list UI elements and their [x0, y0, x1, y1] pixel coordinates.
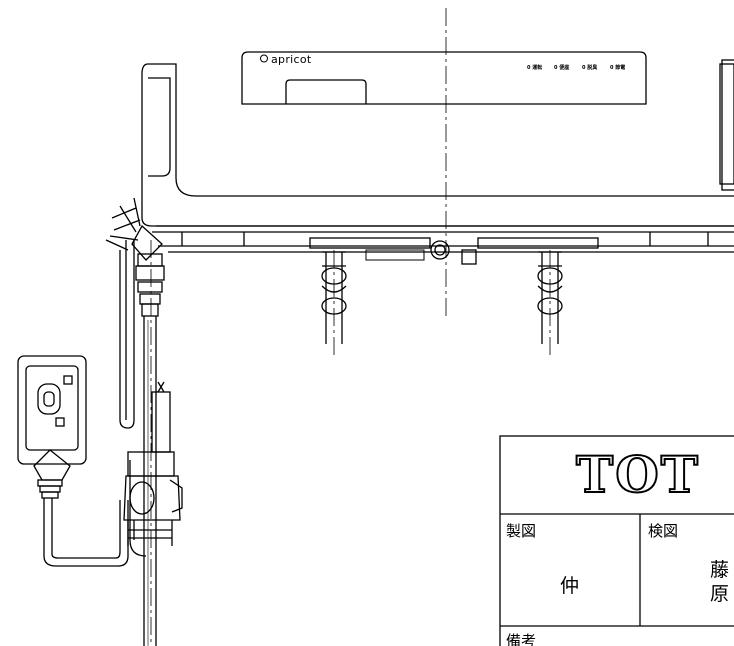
- checked-by-name-2: 原: [710, 583, 729, 605]
- control-panel: apricot 0 運転 0 便座 0 脱臭 0 節電: [241, 51, 647, 105]
- company-logo: TOT: [576, 445, 700, 504]
- indicator-eco: 0 節電: [610, 64, 625, 71]
- drawn-label: 製図: [506, 522, 536, 540]
- remarks-label: 備考: [506, 632, 536, 646]
- indicator-seat: 0 便座: [554, 64, 569, 71]
- brand-name: apricot: [271, 53, 312, 66]
- indicator-deodorize: 0 脱臭: [582, 64, 597, 71]
- remote-control: [17, 355, 129, 567]
- checked-label: 検図: [648, 522, 678, 540]
- checked-by-name-1: 藤: [710, 559, 729, 581]
- mounting-bolt-right: [537, 251, 563, 344]
- valve-body: [123, 381, 183, 546]
- water-hose-assembly: [105, 197, 165, 646]
- mounting-bolt-left: [321, 251, 347, 344]
- base-plate: [152, 225, 734, 265]
- seat-body: [141, 59, 734, 227]
- drawn-by-name: 仲: [560, 575, 579, 597]
- indicator-power: 0 運転: [527, 64, 542, 71]
- remote-main-button-icon: [37, 383, 61, 415]
- brand-mark-icon: [260, 54, 268, 63]
- title-block: TOT 製図 仲 検図 藤 原 備考: [499, 435, 734, 646]
